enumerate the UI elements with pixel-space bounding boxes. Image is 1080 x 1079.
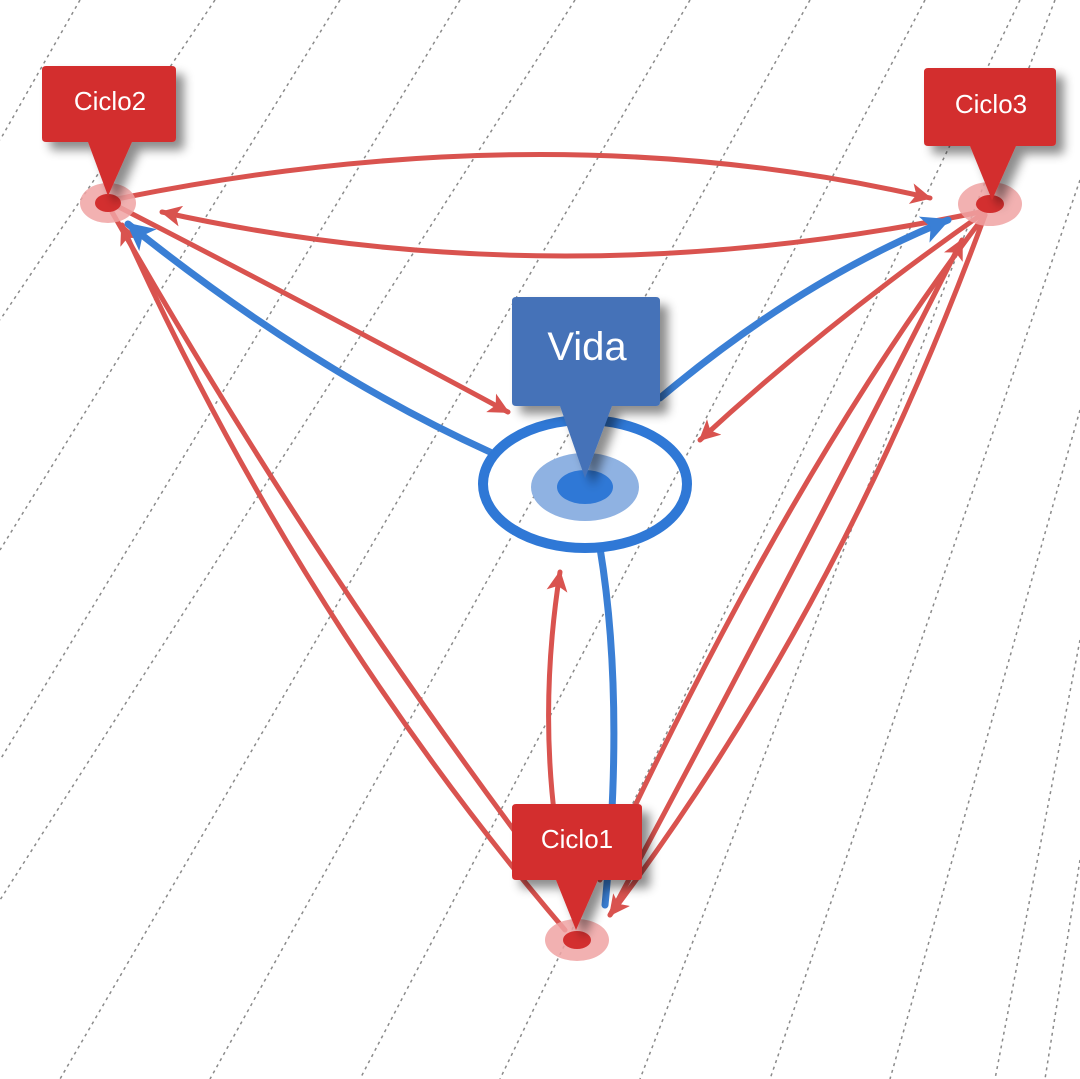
marker-vida[interactable] <box>512 297 660 478</box>
red-routes <box>109 152 988 933</box>
route-vida-to-ciclo3 <box>656 216 952 402</box>
map-pin-icon <box>42 66 176 196</box>
route-vida-to-ciclo2 <box>124 220 494 456</box>
route-ciclo1-to-ciclo2-a <box>119 222 568 933</box>
ciclo2-location <box>80 183 136 223</box>
vida-location <box>531 453 639 521</box>
map-pin-icon <box>512 297 660 478</box>
route-ciclo3-to-ciclo1 <box>607 212 988 918</box>
route-ciclo2-to-vida <box>112 202 511 415</box>
route-ciclo3-to-ciclo2 <box>159 205 983 259</box>
marker-ciclo3[interactable] <box>924 68 1056 200</box>
marker-ciclo1[interactable] <box>512 804 642 930</box>
ciclo1-location <box>545 919 609 961</box>
map-pin-icon <box>924 68 1056 200</box>
marker-ciclo1-label: Ciclo1 <box>541 824 613 854</box>
route-ciclo1-to-vida <box>546 569 568 823</box>
marker-ciclo3-label: Ciclo3 <box>955 89 1027 119</box>
map-pin-icon <box>512 804 642 930</box>
route-ciclo1-to-ciclo3-b <box>597 212 988 883</box>
route-ciclo1-to-ciclo2-b <box>109 209 543 868</box>
marker-vida-label: Vida <box>547 325 627 369</box>
route-ciclo1-to-ciclo3-a <box>607 237 965 918</box>
route-ciclo2-to-ciclo3 <box>109 152 933 204</box>
marker-ciclo2-label: Ciclo2 <box>74 86 146 116</box>
marker-ciclo2[interactable] <box>42 66 176 196</box>
ciclo3-location <box>958 182 1022 226</box>
